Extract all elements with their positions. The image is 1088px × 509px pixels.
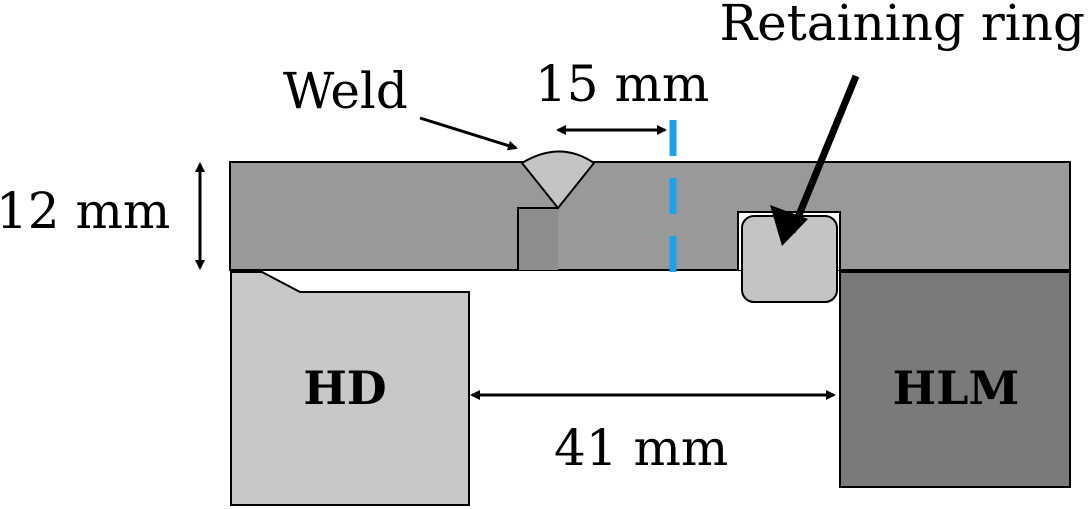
weld-bead <box>520 150 596 210</box>
hlm-block <box>839 271 1071 488</box>
hlm-label: HLM <box>893 361 1020 415</box>
retaining-ring-label: Retaining ring <box>719 0 1085 52</box>
dim-15-label: 15 mm <box>535 55 709 113</box>
hd-block <box>230 271 470 506</box>
top-plate <box>229 161 1071 271</box>
ring-leader <box>788 74 860 234</box>
ring-leader-head <box>770 205 808 246</box>
inner-plate-step <box>518 208 558 270</box>
inner-plate-outline <box>517 207 558 270</box>
dim-12-label: 12 mm <box>0 182 170 240</box>
hd-label: HD <box>303 361 386 415</box>
dim-41-label: 41 mm <box>554 419 728 477</box>
weld-label: Weld <box>283 62 408 120</box>
weld-leader <box>419 116 518 151</box>
